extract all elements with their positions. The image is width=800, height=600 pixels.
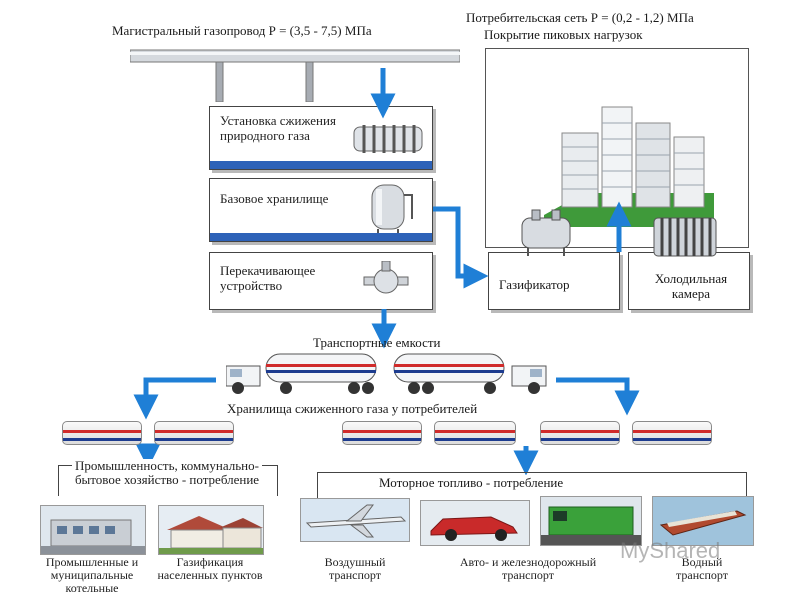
gasifier-label: Газификатор [499,277,570,292]
auto-rail-caption: Авто- и железнодорожный транспорт [459,555,597,582]
gas-pipeline [130,49,460,102]
consumer-storage-label: Хранилища сжиженного газа у потребителей [227,401,478,416]
pumping-label: Перекачивающее устройство [220,263,316,293]
watermark: MyShared [620,538,721,563]
arrow-transport-right [556,377,640,416]
tank-trucks-icon [226,353,547,394]
storage-tank [62,421,142,445]
gasification-caption: Газификация населенных пунктов [157,555,263,582]
liquefaction-unit-icon [353,125,423,153]
boilers-caption: Промышленные и муниципальные котельные [45,555,139,595]
locomotive-icon [540,496,642,546]
storage-tank [632,421,712,445]
boiler-house-icon [40,505,146,555]
pumping-box: Перекачивающее устройство [209,252,433,310]
storage-tank [154,421,234,445]
settlement-icon [158,505,264,555]
cold-chamber-icon [653,217,717,257]
arrow-storage-to-gasifier [433,206,489,289]
storage-tank-icon [371,184,413,237]
motor-fuel-bracket [317,472,747,499]
gasifier-box: Газификатор [488,252,620,310]
liquefaction-box: Установка сжижения природного газа [209,106,433,170]
airplane-icon [300,498,410,542]
transport-tanks-label: Транспортные емкости [313,335,441,350]
ship-icon [652,496,754,546]
car-icon [420,500,530,546]
pump-icon [363,261,409,294]
storage-tank [434,421,516,445]
stage-strip [210,161,432,169]
pipeline-label: Магистральный газопровод Р = (3,5 - 7,5)… [112,23,372,38]
gasifier-icon [521,209,571,256]
storage-tank [540,421,620,445]
motor-fuel-label: Моторное топливо - потребление [375,475,568,490]
base-storage-box: Базовое хранилище [209,178,433,242]
stage-strip [210,233,432,241]
arrow-transport-left [133,377,216,420]
industry-branch-label: Промышленность, коммунально-бытовое хозя… [72,459,262,487]
water-transport-caption: Водный транспорт [676,555,728,582]
consumer-network-label: Потребительская сеть Р = (0,2 - 1,2) МПа [466,10,694,25]
base-storage-label: Базовое хранилище [220,191,329,206]
air-transport-caption: Воздушный транспорт [324,555,386,582]
cold-chamber-label: Холодильная камера [654,271,728,301]
peak-coverage-label: Покрытие пиковых нагрузок [484,27,643,42]
cold-chamber-box: Холодильная камера [628,252,750,310]
liquefaction-label: Установка сжижения природного газа [220,113,336,143]
storage-tank [342,421,422,445]
